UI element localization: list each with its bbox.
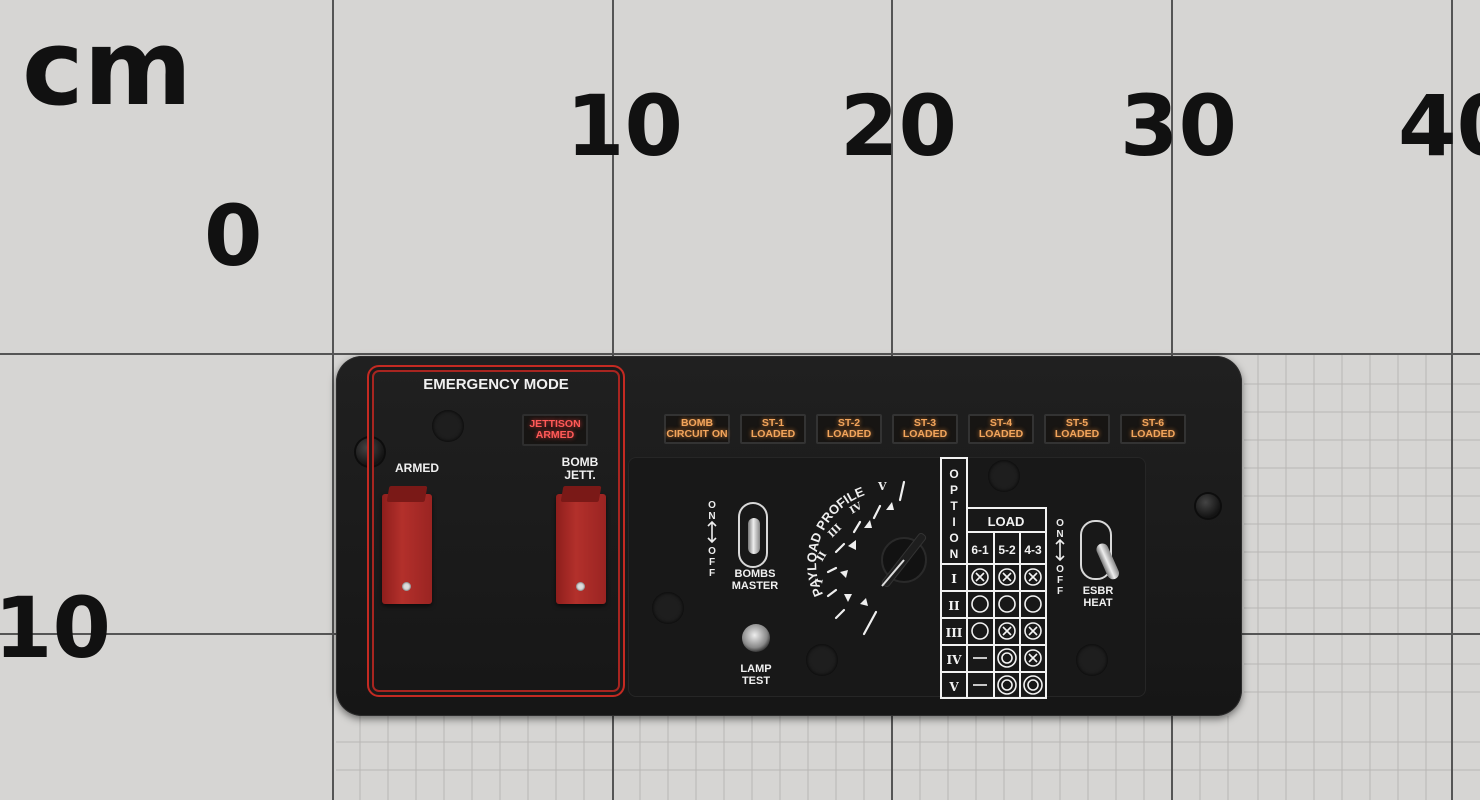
scale-top-40: 40 [1398, 77, 1480, 175]
jettison-armed-text: JETTISON ARMED [529, 417, 581, 441]
option-letter-o: O [949, 467, 958, 481]
armed-label: ARMED [395, 461, 439, 475]
knob-pointer [881, 559, 905, 587]
load-header: LOAD [988, 514, 1025, 529]
esbr-off-f2: F [1057, 586, 1063, 597]
option-letter-t: T [950, 499, 958, 513]
scale-top-10: 10 [566, 77, 683, 175]
unit-label: cm [22, 7, 193, 129]
left-mount-screw [356, 438, 384, 466]
payload-profile-detents [826, 480, 906, 636]
annun-text: ST-4 LOADED [978, 416, 1024, 440]
bomb-jett-guard-hole [576, 582, 585, 591]
option-row-ii: II [948, 599, 960, 613]
scale-left-10: 10 [0, 579, 111, 677]
armed-guard-hole [402, 582, 411, 591]
annun-text: BOMB CIRCUIT ON [666, 416, 728, 440]
bomb-jett-guard-lip [560, 486, 602, 502]
option-row-iii: III [946, 626, 963, 640]
emergency-mode-title: EMERGENCY MODE [423, 376, 569, 393]
bomb-circuit-on-annunciator: BOMB CIRCUIT ON [664, 414, 730, 444]
st-3-loaded-annunciator: ST-3 LOADED [892, 414, 958, 444]
esbr-off-f1: F [1057, 575, 1063, 586]
payload-profile-knob[interactable] [881, 532, 927, 587]
st-1-loaded-annunciator: ST-1 LOADED [740, 414, 806, 444]
armed-guard-lip [386, 486, 428, 502]
payload-profile-arrows [840, 502, 894, 606]
bombs-master-toggle[interactable] [738, 502, 768, 568]
bombs-master-on-n: N [708, 511, 715, 522]
emergency-mode-section [367, 365, 625, 697]
subpanel-spot-1 [652, 592, 684, 624]
right-mount-screw [1196, 494, 1220, 518]
subpanel-spot-3 [988, 460, 1020, 492]
annun-text: ST-5 LOADED [1054, 416, 1100, 440]
profile-v: V [877, 480, 887, 493]
bomb-jett-switch-guard[interactable] [556, 486, 606, 604]
bombs-master-label: BOMBS MASTER [731, 568, 779, 592]
esbr-heat-label: ESBR HEAT [1082, 585, 1114, 609]
annun-text: ST-3 LOADED [902, 416, 948, 440]
load-col-5-2: 5-2 [998, 543, 1016, 557]
profile-iv: IV [848, 501, 864, 517]
annun-text: ST-1 LOADED [750, 416, 796, 440]
subpanel-spot-2 [806, 644, 838, 676]
bombs-master-off-f2: F [709, 568, 715, 579]
bombs-master-off-o: O [708, 546, 716, 557]
load-col-6-1: 6-1 [971, 543, 989, 557]
st-4-loaded-annunciator: ST-4 LOADED [968, 414, 1034, 444]
option-letter-i: I [952, 515, 955, 529]
subpanel-spot-4 [1076, 644, 1108, 676]
bombs-master-on-o: O [708, 500, 716, 511]
option-load-table: O P T I O N LOAD 6-1 5-2 4-3 I II III IV… [940, 457, 1047, 699]
armed-switch-guard[interactable] [382, 486, 432, 604]
load-symbols [971, 568, 1043, 695]
st-2-loaded-annunciator: ST-2 LOADED [816, 414, 882, 444]
payload-profile-selector: PAYLOAD PROFILE V IV III II I [804, 480, 927, 636]
esbr-on-n: N [1056, 529, 1063, 540]
jettison-armed-indicator: JETTISON ARMED [522, 414, 588, 446]
bombs-master-off-f1: F [709, 557, 715, 568]
emergency-spot [432, 410, 464, 442]
option-row-v: V [948, 680, 959, 694]
profile-i: I [814, 578, 826, 585]
option-letter-n: N [950, 547, 959, 561]
annun-text: ST-6 LOADED [1130, 416, 1176, 440]
esbr-on-o: O [1056, 518, 1064, 529]
double-arrow-icon [1055, 538, 1065, 562]
bomb-jett-label: BOMB JETT. [561, 455, 599, 482]
option-letter-p: P [950, 483, 958, 497]
load-col-4-3: 4-3 [1024, 543, 1042, 557]
bombs-master-toggle-bat [748, 518, 760, 554]
esbr-off-o: O [1056, 564, 1064, 575]
scale-top-30: 30 [1120, 77, 1237, 175]
lamp-test-button[interactable] [742, 624, 770, 652]
option-row-i: I [951, 572, 957, 586]
annun-text: ST-2 LOADED [826, 416, 872, 440]
esbr-heat-on-off-markings: O N O F F [1055, 518, 1065, 597]
lamp-test-label: LAMP TEST [740, 663, 772, 687]
double-arrow-icon [707, 520, 717, 544]
option-letter-o2: O [949, 531, 958, 545]
option-row-iv: IV [947, 653, 963, 667]
bombs-master-on-off-markings: O N O F F [707, 500, 717, 579]
scale-left-0: 0 [204, 187, 263, 285]
st-6-loaded-annunciator: ST-6 LOADED [1120, 414, 1186, 444]
esbr-heat-toggle[interactable] [1080, 520, 1121, 582]
scale-top-20: 20 [840, 77, 957, 175]
st-5-loaded-annunciator: ST-5 LOADED [1044, 414, 1110, 444]
